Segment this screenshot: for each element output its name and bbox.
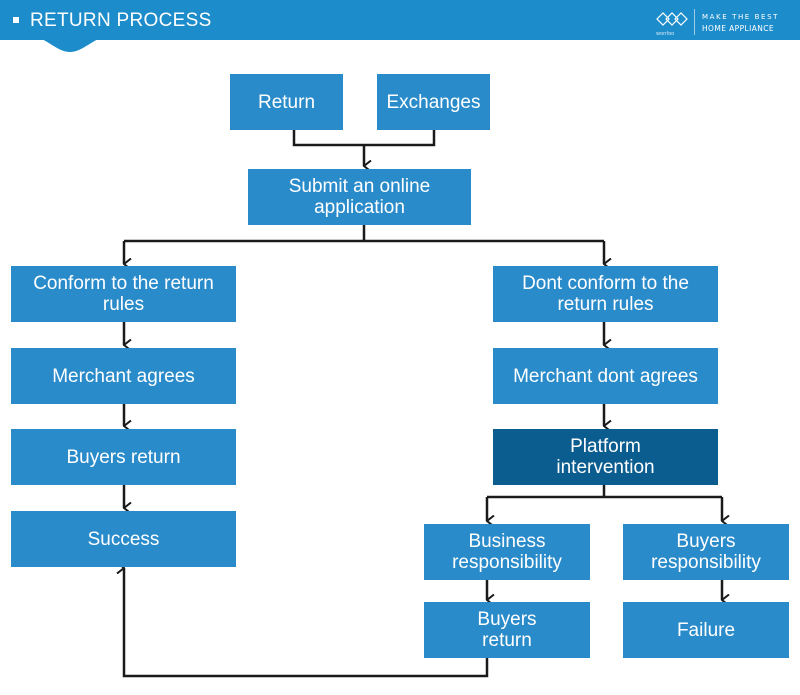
logo-text: wonfoo [656,31,675,37]
bullet-icon [13,17,19,23]
buyers-return-left-box: Buyers return [11,429,236,485]
page-title: RETURN PROCESS [30,10,212,31]
connector-platform-split [487,485,722,499]
header-bar: RETURN PROCESS wonfoo MAKE THE BEST HOME… [0,0,800,40]
merchant-dont-agrees-box: Merchant dont agrees [493,348,718,404]
return-box: Return [230,74,343,130]
success-box: Success [11,511,236,567]
submit-application-box: Submit an online application [248,169,471,225]
exchanges-box: Exchanges [377,74,490,130]
logo-icon [656,12,688,26]
connector-return-exchanges [292,130,436,147]
connector-submit-split [124,225,604,243]
conform-rules-box: Conform to the return rules [11,266,236,322]
tagline-line1: MAKE THE BEST [702,13,779,21]
failure-box: Failure [623,602,789,658]
platform-intervention-box: Platform intervention [493,429,718,485]
buyers-responsibility-box: Buyers responsibility [623,524,789,580]
buyers-return-right-box: Buyers return [424,602,590,658]
arrow-loop-to-success [124,568,489,678]
dont-conform-rules-box: Dont conform to the return rules [493,266,718,322]
logo-divider [694,9,695,35]
header-tab-shape [40,38,100,52]
tagline-line2: HOME APPLIANCE [702,24,775,33]
business-responsibility-box: Business responsibility [424,524,590,580]
merchant-agrees-box: Merchant agrees [11,348,236,404]
